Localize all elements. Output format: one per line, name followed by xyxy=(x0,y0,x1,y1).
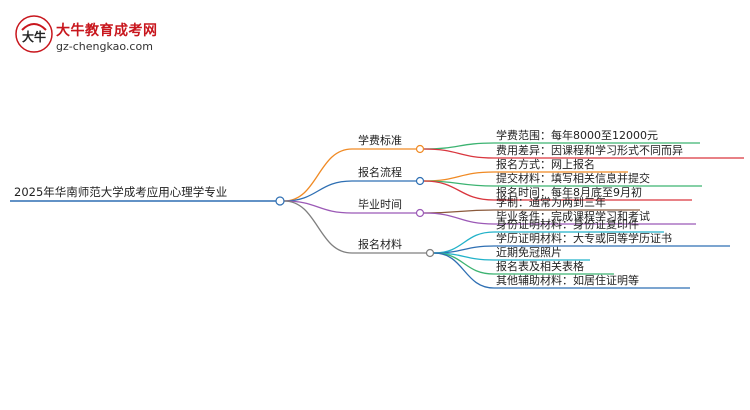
leaf-signup-method: 报名方式：网上报名 xyxy=(496,157,595,171)
leaf-id-proof: 身份证明材料：身份证复印件 xyxy=(496,217,639,231)
branch-knob-materials xyxy=(425,248,435,258)
logo-url: gz-chengkao.com xyxy=(56,40,153,53)
branch-leaf-connector xyxy=(423,142,495,150)
leaf-forms: 报名表及相关表格 xyxy=(496,259,584,273)
site-logo[interactable]: 大牛 大牛教育成考网 gz-chengkao.com xyxy=(14,14,164,58)
branch-knob-graduation xyxy=(415,208,425,218)
branch-leaf-connector xyxy=(423,212,495,225)
leaf-fee-difference: 费用差异：因课程和学习形式不同而异 xyxy=(496,143,683,157)
leaf-duration: 学制：通常为两到三年 xyxy=(496,195,606,209)
logo-mark-text: 大牛 xyxy=(22,29,46,44)
leaf-graduation-condition: 毕业条件：完成课程学习和考试 xyxy=(496,209,650,223)
root-branch-connector xyxy=(283,148,353,202)
logo-title: 大牛教育成考网 xyxy=(56,23,158,39)
root-branch-connector xyxy=(283,180,353,202)
branch-label-fee[interactable]: 学费标准 xyxy=(358,133,402,147)
leaf-submit-materials: 提交材料：填写相关信息并提交 xyxy=(496,171,650,185)
root-branch-connector xyxy=(283,200,353,214)
root-branch-connector xyxy=(283,200,353,254)
branch-leaf-connector xyxy=(423,148,495,159)
bull-logo-icon: 大牛 xyxy=(15,15,53,53)
branch-leaf-connector xyxy=(423,180,495,201)
branch-label-process[interactable]: 报名流程 xyxy=(358,165,402,179)
root-knob xyxy=(275,196,285,206)
leaf-signup-time: 报名时间：每年8月底至9月初 xyxy=(496,185,642,199)
root-node[interactable]: 2025年华南师范大学成考应用心理学专业 xyxy=(14,185,227,199)
branch-label-graduation[interactable]: 毕业时间 xyxy=(358,198,402,211)
branch-label-materials[interactable]: 报名材料 xyxy=(358,237,402,251)
branch-knob-process xyxy=(415,176,425,186)
leaf-other-materials: 其他辅助材料：如居住证明等 xyxy=(496,273,639,287)
branch-leaf-connector xyxy=(423,209,495,214)
leaf-photo: 近期免冠照片 xyxy=(496,245,562,259)
branch-leaf-connector xyxy=(423,171,495,182)
connectors xyxy=(283,142,495,289)
leaf-education-proof: 学历证明材料：大专或同等学历证书 xyxy=(496,231,672,245)
leaf-fee-range: 学费范围：每年8000至12000元 xyxy=(496,128,658,142)
branch-leaf-connector xyxy=(433,252,495,289)
branch-knob-fee xyxy=(415,144,425,154)
